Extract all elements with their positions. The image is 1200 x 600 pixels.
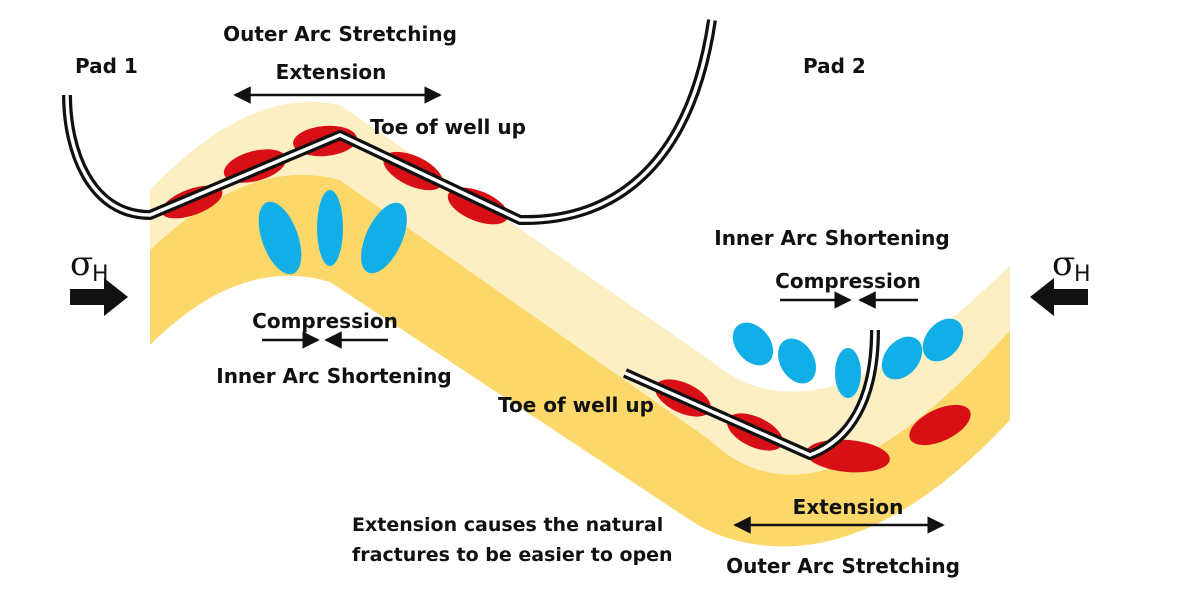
inner-arc-left-label: Inner Arc Shortening xyxy=(216,364,452,388)
wellbore-pad2 xyxy=(622,329,880,460)
wellbore-pad1 xyxy=(62,19,717,226)
pad1-label: Pad 1 xyxy=(75,54,138,78)
note-line-2: fractures to be easier to open xyxy=(352,544,673,566)
fracture-ellipse xyxy=(732,322,774,366)
extension-top-label: Extension xyxy=(276,60,387,84)
light-layer xyxy=(150,101,1010,475)
pad2-label: Pad 2 xyxy=(803,54,866,78)
stress-arrow-right-icon xyxy=(1030,278,1088,316)
fracture-ellipse xyxy=(317,190,343,266)
fracture-ellipse xyxy=(361,202,407,274)
sigma-right-subscript: H xyxy=(1074,262,1091,287)
compression-right-label: Compression xyxy=(775,269,921,293)
inner-arc-right-label: Inner Arc Shortening xyxy=(714,226,950,250)
sigma-right-symbol: σ xyxy=(1052,244,1075,284)
sigma-left-subscript: H xyxy=(92,262,109,287)
sigma-left-symbol: σ xyxy=(70,244,93,284)
fracture-ellipse xyxy=(922,318,964,362)
stress-arrow-left-icon xyxy=(70,278,128,316)
fracture-ellipse xyxy=(881,336,923,380)
fracture-ellipse xyxy=(258,201,302,275)
fracture-ellipse xyxy=(835,348,861,398)
toe-top-label: Toe of well up xyxy=(370,115,526,139)
outer-arc-top-label: Outer Arc Stretching xyxy=(223,22,457,46)
toe-bottom-label: Toe of well up xyxy=(498,393,654,417)
closed-fractures-bottom xyxy=(732,318,964,398)
closed-fractures-top xyxy=(258,190,407,275)
outer-arc-bottom-label: Outer Arc Stretching xyxy=(726,554,960,578)
fracture-ellipse xyxy=(778,338,816,384)
extension-bottom-label: Extension xyxy=(793,495,904,519)
note-line-1: Extension causes the natural xyxy=(352,514,663,536)
compression-left-label: Compression xyxy=(252,309,398,333)
fracture-ellipse xyxy=(909,404,971,446)
